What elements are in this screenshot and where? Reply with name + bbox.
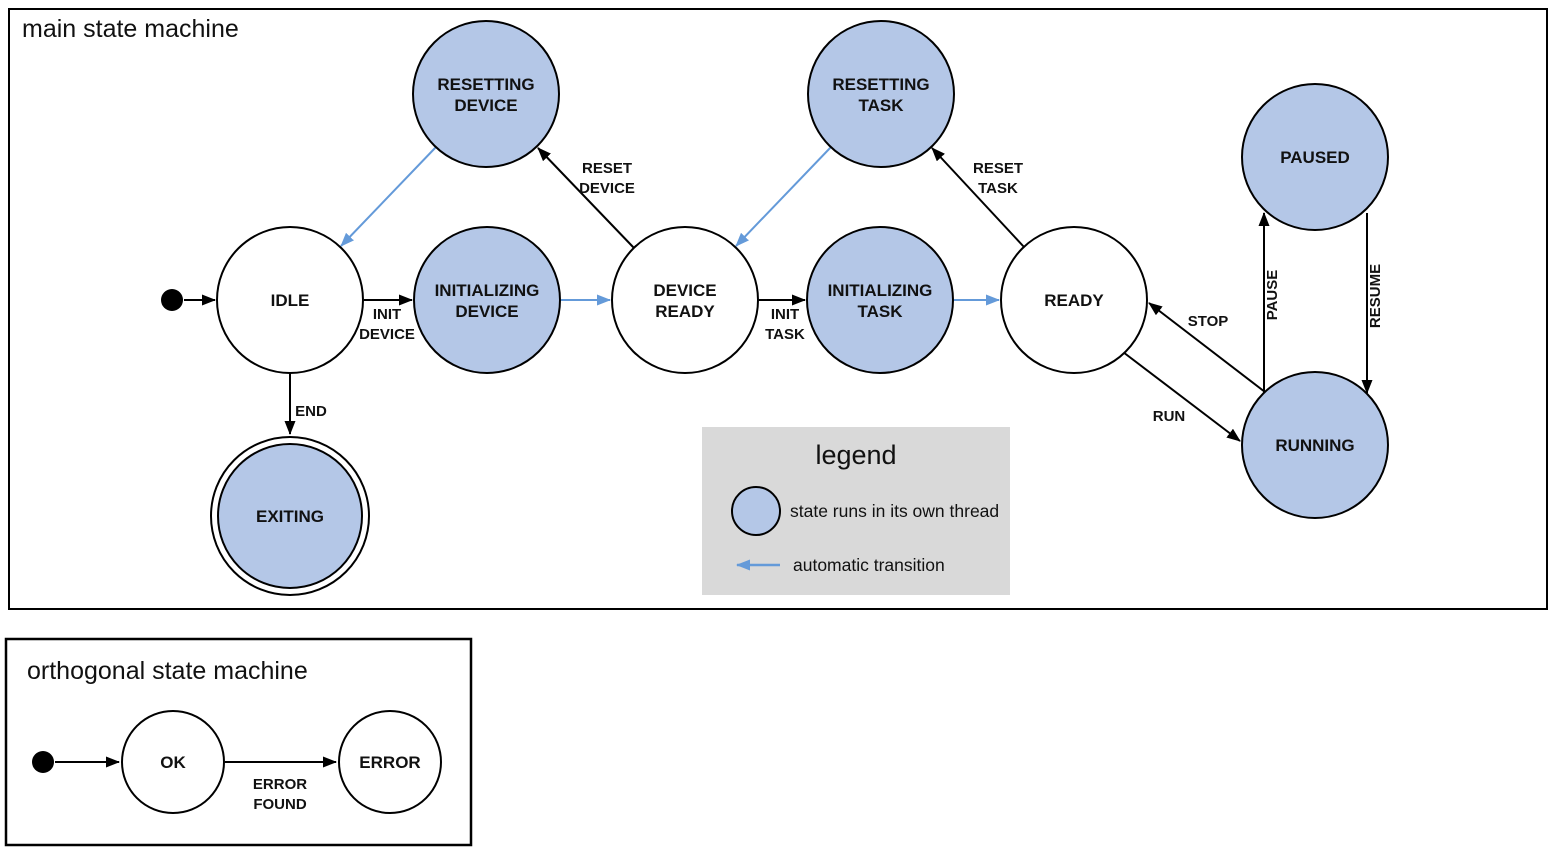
label-resume: RESUME: [1367, 264, 1384, 328]
state-running-circle: [1241, 371, 1389, 519]
state-resetting-task-circle: [807, 20, 955, 168]
state-initializing-device-label1: INITIALIZING: [435, 281, 540, 300]
transition-labels: INIT DEVICE INIT TASK RESET DEVICE RESET…: [295, 160, 1384, 425]
label-stop: STOP: [1188, 313, 1229, 330]
state-initializing-task: INITIALIZING TASK: [806, 226, 954, 374]
orthogonal-state-machine-title: orthogonal state machine: [27, 657, 308, 685]
transition-resetting-task-to-device-ready: [735, 146, 832, 247]
state-idle-circle: [216, 226, 364, 374]
transition-ready-to-resetting-task: [931, 147, 1025, 248]
initial-state-dot: [161, 289, 183, 311]
state-initializing-task-circle: [806, 226, 954, 374]
state-ok-circle: [121, 710, 225, 814]
legend-threaded-state-label: state runs in its own thread: [790, 501, 999, 521]
state-idle-label: IDLE: [271, 291, 310, 310]
legend-threaded-state-icon: [731, 486, 781, 536]
state-error: ERROR: [338, 710, 442, 814]
state-exiting: EXITING: [210, 436, 370, 596]
state-ready: READY: [1000, 226, 1148, 374]
state-resetting-task: RESETTING TASK: [807, 20, 955, 168]
legend: legend state runs in its own thread auto…: [702, 427, 1010, 595]
label-init-device-line2: DEVICE: [359, 326, 415, 343]
state-running: RUNNING: [1241, 371, 1389, 519]
label-reset-device-line2: DEVICE: [579, 180, 635, 197]
label-init-task-line2: TASK: [765, 326, 805, 343]
state-device-ready-circle: [611, 226, 759, 374]
state-exiting-label: EXITING: [256, 507, 324, 526]
main-state-machine-border: [8, 8, 1548, 610]
state-ready-label: READY: [1044, 291, 1104, 310]
state-error-label: ERROR: [359, 753, 420, 772]
label-pause: PAUSE: [1264, 270, 1281, 321]
state-resetting-device: RESETTING DEVICE: [412, 20, 560, 168]
label-reset-task-line2: TASK: [978, 180, 1018, 197]
state-device-ready-label1: DEVICE: [653, 281, 716, 300]
label-init-task-line1: INIT: [771, 306, 799, 323]
orthogonal-state-machine-border: [4, 637, 473, 847]
label-reset-device-line1: RESET: [582, 160, 632, 177]
main-state-machine-group: main state machine INIT DEVICE INIT TASK…: [8, 8, 1548, 610]
state-resetting-device-label2: DEVICE: [454, 96, 517, 115]
state-initializing-device-label2: DEVICE: [455, 302, 518, 321]
label-reset-task-line1: RESET: [973, 160, 1023, 177]
legend-title: legend: [815, 440, 896, 470]
transition-ready-to-running: [1122, 351, 1241, 442]
label-error-found-line2: FOUND: [253, 796, 306, 813]
state-exiting-inner-circle: [217, 443, 363, 589]
state-paused-label: PAUSED: [1280, 148, 1350, 167]
transition-resetting-device-to-idle: [340, 146, 437, 247]
state-ok-label: OK: [160, 753, 186, 772]
transition-running-to-ready: [1148, 302, 1266, 393]
state-ready-circle: [1000, 226, 1148, 374]
label-error-found-line1: ERROR: [253, 776, 307, 793]
orthogonal-state-machine-group: orthogonal state machine OK ERROR ERROR …: [4, 637, 473, 847]
state-initializing-task-label2: TASK: [857, 302, 903, 321]
state-initializing-task-label1: INITIALIZING: [828, 281, 933, 300]
state-resetting-task-label1: RESETTING: [832, 75, 929, 94]
label-end: END: [295, 403, 327, 420]
state-initializing-device: INITIALIZING DEVICE: [413, 226, 561, 374]
state-resetting-task-label2: TASK: [858, 96, 904, 115]
state-ok: OK: [121, 710, 225, 814]
label-run: RUN: [1153, 408, 1186, 425]
legend-automatic-transition-label: automatic transition: [793, 555, 945, 575]
state-paused-circle: [1241, 83, 1389, 231]
orthogonal-initial-state-dot: [32, 751, 54, 773]
state-resetting-device-label1: RESETTING: [437, 75, 534, 94]
state-idle: IDLE: [216, 226, 364, 374]
state-device-ready-label2: READY: [655, 302, 715, 321]
state-device-ready: DEVICE READY: [611, 226, 759, 374]
state-initializing-device-circle: [413, 226, 561, 374]
transition-device-ready-to-resetting-device: [537, 147, 635, 249]
main-state-machine-title: main state machine: [22, 15, 239, 43]
state-error-circle: [338, 710, 442, 814]
label-init-device-line1: INIT: [373, 306, 401, 323]
state-running-label: RUNNING: [1275, 436, 1354, 455]
state-paused: PAUSED: [1241, 83, 1389, 231]
state-resetting-device-circle: [412, 20, 560, 168]
